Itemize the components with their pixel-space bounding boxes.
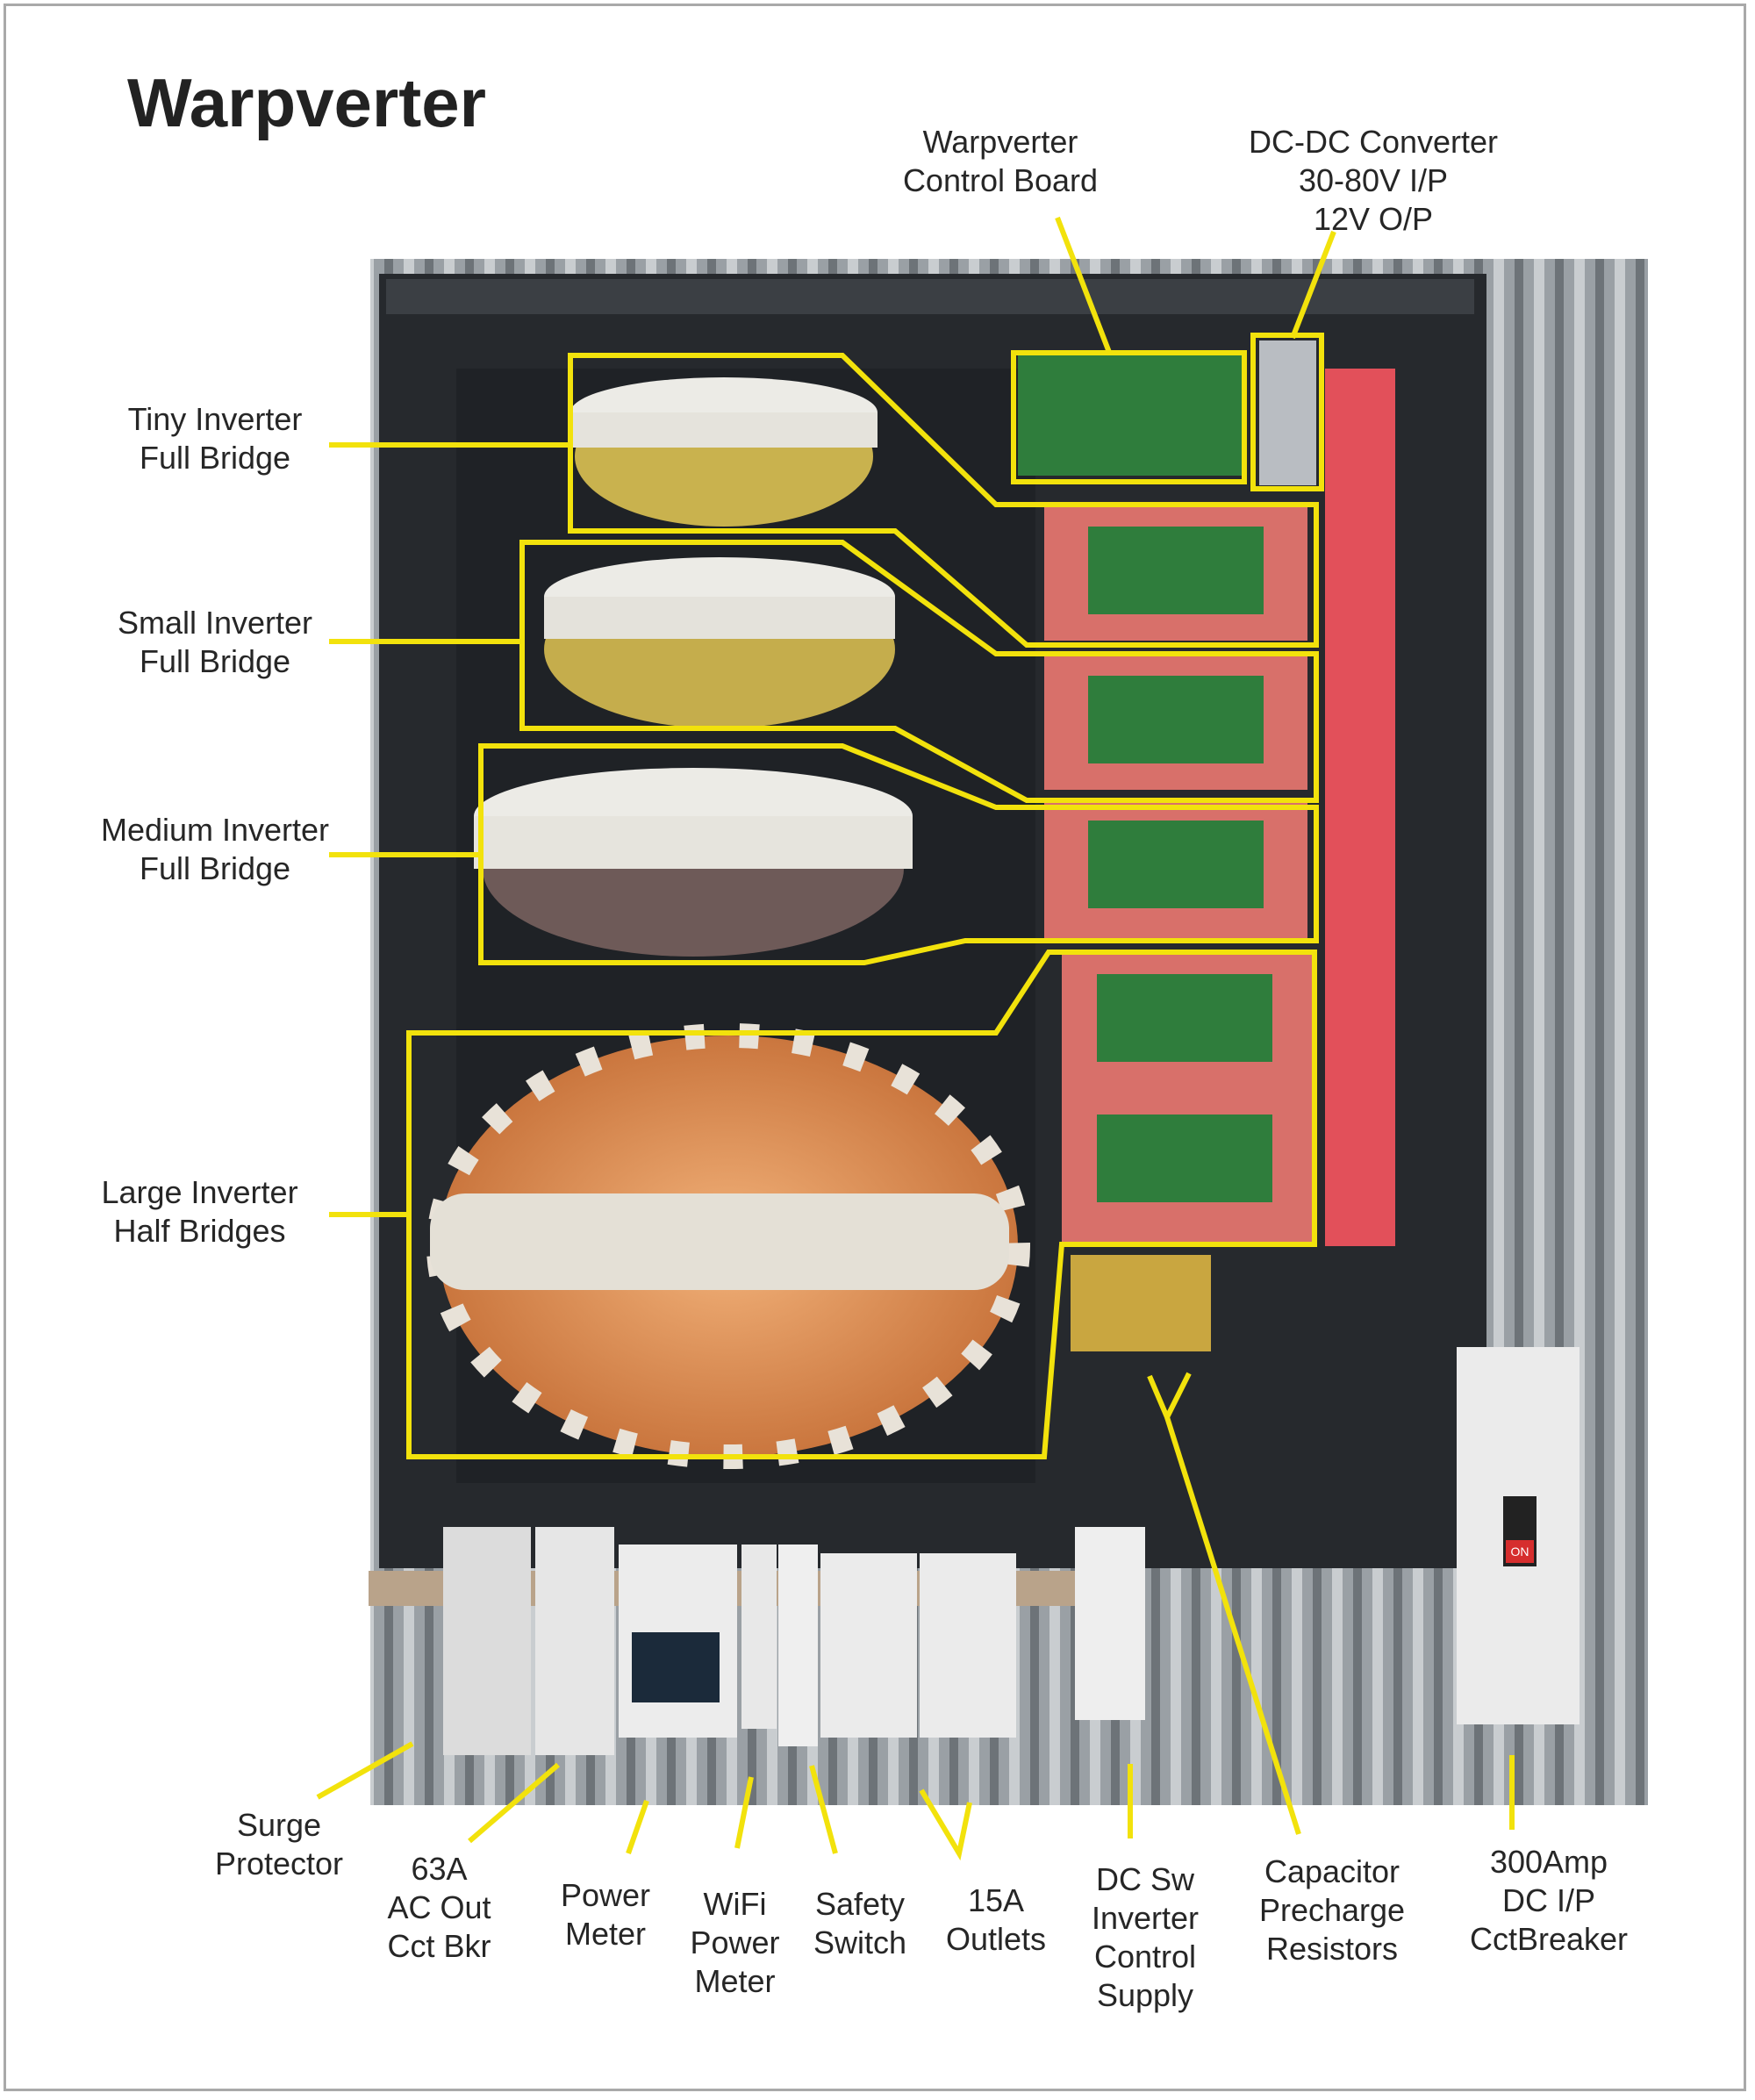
- precharge-resistors: [1071, 1255, 1211, 1351]
- label-small-inverter: Small Inverter Full Bridge: [117, 605, 313, 679]
- control-board: [1018, 353, 1242, 476]
- label-power-meter: Power Meter: [560, 1877, 651, 1952]
- tiny-bridge-outline: [568, 353, 1319, 648]
- image-frame: [4, 4, 1746, 2091]
- leader-lines: [316, 216, 1515, 1861]
- label-tiny-inverter: Tiny Inverter Full Bridge: [127, 401, 303, 476]
- label-dc-breaker: 300Amp DC I/P CctBreaker: [1469, 1844, 1629, 1957]
- dcdc-module: [1259, 340, 1316, 485]
- dcdc-outline: [1250, 333, 1324, 491]
- label-large-inverter: Large Inverter Half Bridges: [101, 1174, 298, 1249]
- label-precharge: Capacitor Precharge Resistors: [1258, 1853, 1406, 1967]
- large-bridge-outline: [406, 950, 1317, 1459]
- label-dc-switch: DC Sw Inverter Control Supply: [1091, 1861, 1200, 2013]
- label-wifi-meter: WiFi Power Meter: [690, 1886, 780, 1999]
- enclosure-handle: [386, 279, 1474, 314]
- medium-bridge-outline: [478, 743, 1319, 965]
- label-control-board: Warpverter Control Board: [902, 124, 1099, 198]
- large-toroid: [426, 1023, 1030, 1469]
- medium-toroid: [474, 768, 913, 957]
- din-rail-devices: [369, 1527, 1145, 1755]
- label-outlets: 15A Outlets: [945, 1882, 1047, 1957]
- small-toroid: [544, 557, 895, 728]
- tiny-toroid: [570, 377, 878, 527]
- label-surge-protector: Surge Protector: [214, 1807, 344, 1881]
- label-safety-switch: Safety Switch: [813, 1886, 907, 1960]
- dc-breaker-device: ON: [1457, 1347, 1580, 1724]
- breaker-on-text: ON: [1511, 1545, 1529, 1559]
- label-medium-inverter: Medium Inverter Full Bridge: [100, 812, 330, 886]
- annotation-boxes: [406, 333, 1324, 1459]
- label-dcdc-converter: DC-DC Converter 30-80V I/P 12V O/P: [1248, 124, 1499, 237]
- label-ac-breaker: 63A AC Out Cct Bkr: [387, 1851, 491, 1964]
- control-board-outline: [1011, 350, 1247, 484]
- page-title: Warpverter: [127, 64, 486, 141]
- small-bridge-outline: [519, 540, 1319, 803]
- bridge-modules: [1044, 369, 1395, 1246]
